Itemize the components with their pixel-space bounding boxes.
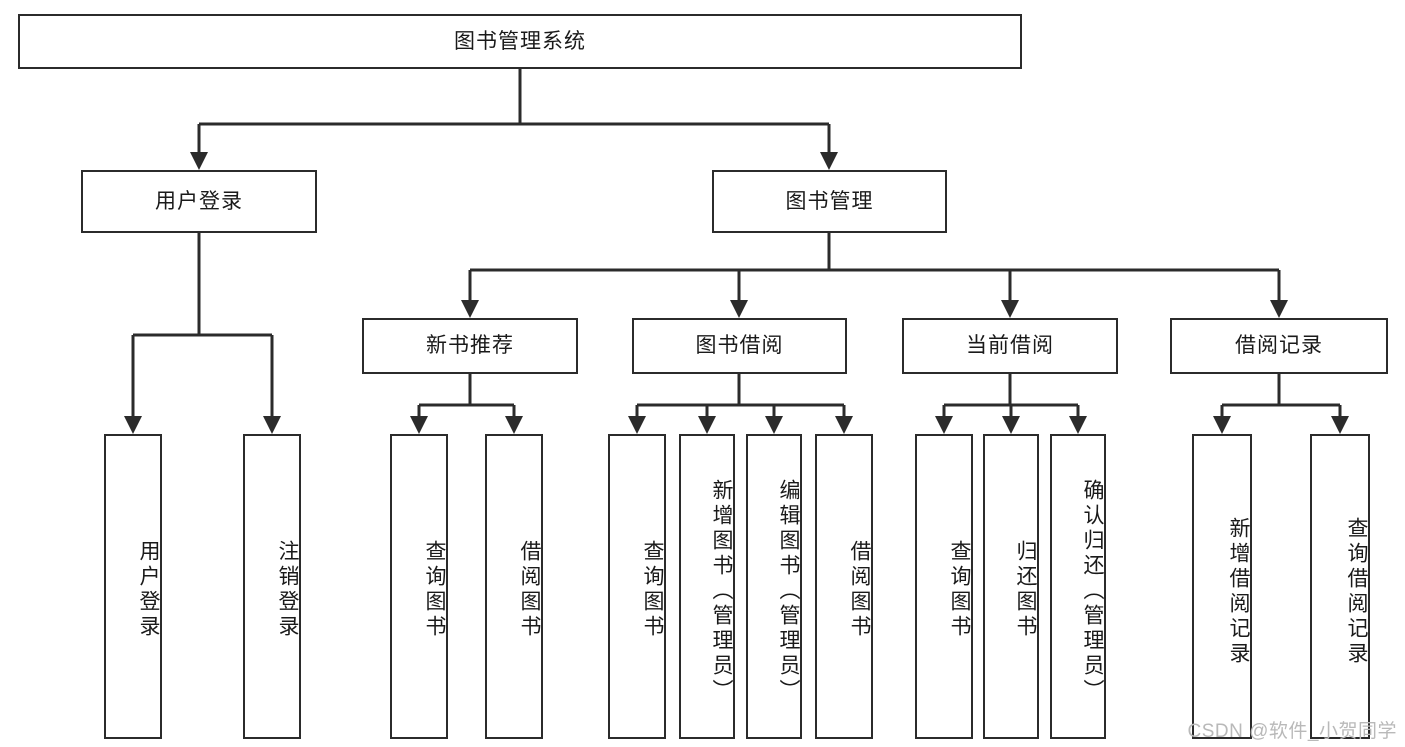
node-label-leaf-edit-book: 编辑图书（管理员） xyxy=(777,479,800,704)
node-label-new-book-recommend: 新书推荐 xyxy=(426,334,514,358)
current-borrow-leaf-arrow-0-head xyxy=(935,416,953,434)
book-mgmt-arrow-0-head xyxy=(461,300,479,318)
node-label-leaf-add-record: 新增借阅记录 xyxy=(1227,516,1250,667)
node-current-borrow[interactable]: 当前借阅 xyxy=(902,318,1118,374)
node-leaf-user-logout[interactable]: 注销登录 xyxy=(243,434,301,739)
node-leaf-edit-book[interactable]: 编辑图书（管理员） xyxy=(746,434,802,739)
user-login-leaf-arrow-0-head xyxy=(124,416,142,434)
borrow-record-leaf-arrow-1-head xyxy=(1331,416,1349,434)
book-borrow-leaf-arrow-1-head xyxy=(698,416,716,434)
node-label-current-borrow: 当前借阅 xyxy=(966,334,1054,358)
node-label-leaf-return-book: 归还图书 xyxy=(1014,539,1037,640)
node-label-leaf-confirm-return: 确认归还（管理员） xyxy=(1081,479,1104,704)
node-label-user-login: 用户登录 xyxy=(155,189,243,213)
node-leaf-query-book-2[interactable]: 查询图书 xyxy=(608,434,666,739)
node-label-root: 图书管理系统 xyxy=(454,29,586,53)
node-leaf-add-record[interactable]: 新增借阅记录 xyxy=(1192,434,1252,739)
node-label-leaf-query-record: 查询借阅记录 xyxy=(1345,516,1368,667)
book-borrow-leaf-arrow-2-head xyxy=(765,416,783,434)
node-leaf-return-book[interactable]: 归还图书 xyxy=(983,434,1039,739)
node-new-book-recommend[interactable]: 新书推荐 xyxy=(362,318,578,374)
current-borrow-leaf-arrow-1-head xyxy=(1002,416,1020,434)
user-login-leaf-arrow-1-head xyxy=(263,416,281,434)
node-leaf-add-book[interactable]: 新增图书（管理员） xyxy=(679,434,735,739)
node-label-leaf-add-book: 新增图书（管理员） xyxy=(710,479,733,704)
node-label-leaf-borrow-book-1: 借阅图书 xyxy=(518,539,541,640)
book-borrow-leaf-arrow-3-head xyxy=(835,416,853,434)
node-label-leaf-user-logout: 注销登录 xyxy=(276,539,299,640)
new-book-recommend-leaf-arrow-0-head xyxy=(410,416,428,434)
node-leaf-user-login[interactable]: 用户登录 xyxy=(104,434,162,739)
node-leaf-borrow-book-2[interactable]: 借阅图书 xyxy=(815,434,873,739)
node-label-leaf-query-book-1: 查询图书 xyxy=(423,539,446,640)
node-leaf-borrow-book-1[interactable]: 借阅图书 xyxy=(485,434,543,739)
root-arrow-0-head xyxy=(190,152,208,170)
node-book-management[interactable]: 图书管理 xyxy=(712,170,947,233)
node-leaf-query-record[interactable]: 查询借阅记录 xyxy=(1310,434,1370,739)
new-book-recommend-leaf-arrow-1-head xyxy=(505,416,523,434)
watermark-text: CSDN @软件_小贺同学 xyxy=(1187,721,1397,742)
node-label-leaf-user-login: 用户登录 xyxy=(137,539,160,640)
node-label-book-borrow: 图书借阅 xyxy=(695,334,784,358)
node-label-book-management: 图书管理 xyxy=(785,189,874,213)
node-borrow-record[interactable]: 借阅记录 xyxy=(1170,318,1388,374)
node-label-leaf-borrow-book-2: 借阅图书 xyxy=(848,539,871,640)
node-user-login[interactable]: 用户登录 xyxy=(81,170,317,233)
book-borrow-leaf-arrow-0-head xyxy=(628,416,646,434)
book-mgmt-arrow-3-head xyxy=(1270,300,1288,318)
book-mgmt-arrow-2-head xyxy=(1001,300,1019,318)
root-arrow-1-head xyxy=(820,152,838,170)
node-root[interactable]: 图书管理系统 xyxy=(18,14,1022,69)
node-leaf-confirm-return[interactable]: 确认归还（管理员） xyxy=(1050,434,1106,739)
book-mgmt-arrow-1-head xyxy=(730,300,748,318)
node-label-leaf-query-book-3: 查询图书 xyxy=(948,539,971,640)
current-borrow-leaf-arrow-2-head xyxy=(1069,416,1087,434)
node-label-borrow-record: 借阅记录 xyxy=(1235,334,1323,358)
node-book-borrow[interactable]: 图书借阅 xyxy=(632,318,847,374)
node-label-leaf-query-book-2: 查询图书 xyxy=(641,539,664,640)
node-leaf-query-book-1[interactable]: 查询图书 xyxy=(390,434,448,739)
borrow-record-leaf-arrow-0-head xyxy=(1213,416,1231,434)
node-leaf-query-book-3[interactable]: 查询图书 xyxy=(915,434,973,739)
